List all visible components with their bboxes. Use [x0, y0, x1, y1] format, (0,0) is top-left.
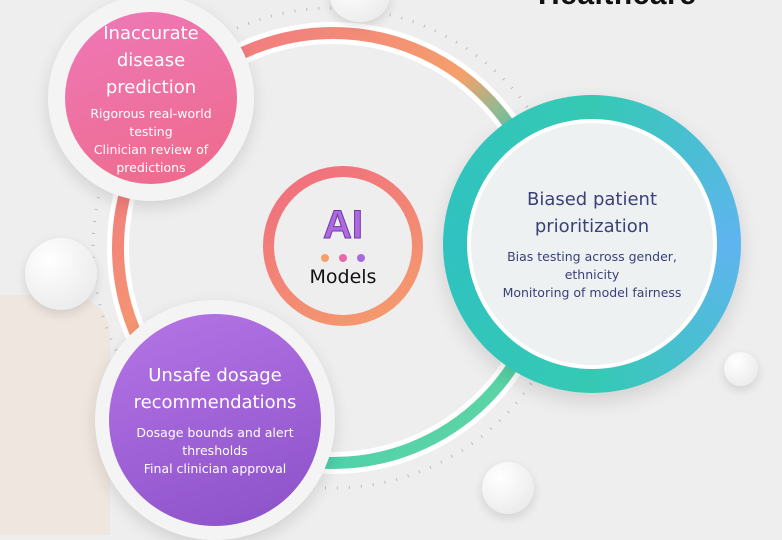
card-title: Biased patient prioritization [526, 189, 658, 237]
dot-icon [357, 254, 365, 262]
card-disease-prediction: Inaccurate disease prediction Rigorous r… [48, 0, 254, 201]
decorative-bubble [25, 238, 97, 310]
card-dosage-recommendations: Unsafe dosage recommendations Dosage bou… [95, 300, 335, 540]
decorative-bubble [330, 0, 390, 22]
background-shape [0, 295, 110, 535]
card-line: Dosage bounds and alert thresholds [136, 425, 294, 458]
decorative-bubble [482, 462, 534, 514]
ai-logo: AI [323, 203, 364, 247]
dots [321, 254, 365, 262]
card-line: Monitoring of model fairness [502, 285, 682, 300]
card-line: Final clinician approval [143, 461, 287, 476]
dot-icon [339, 254, 347, 262]
card-title: Inaccurate disease prediction [103, 22, 199, 98]
center-label: Models [309, 266, 377, 288]
card-line: Clinician review of predictions [93, 141, 209, 175]
dot-icon [321, 254, 329, 262]
page-title: Healthcare [538, 0, 696, 12]
card-line: Bias testing across gender, ethnicity [507, 249, 677, 282]
card-patient-prioritization: Biased patient prioritization Bias testi… [443, 95, 741, 393]
ai-models-hub: AI Models [263, 166, 423, 326]
decorative-bubble [724, 352, 758, 386]
card-title: Unsafe dosage recommendations [133, 365, 297, 413]
card-line: Rigorous real-world testing [90, 105, 212, 139]
